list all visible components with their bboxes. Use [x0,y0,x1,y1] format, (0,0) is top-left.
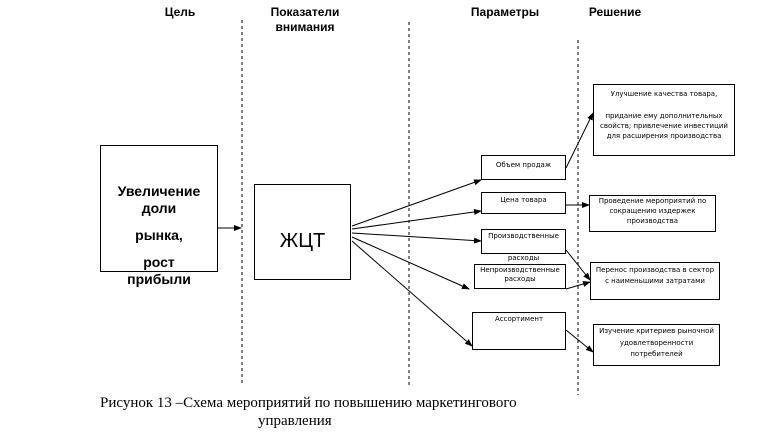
param-label-nonproduction-costs: Непроизводственные расходы [474,266,566,284]
solution-relocation-line1: Перенос производства в сектор [595,266,715,274]
arrow-p1-s1 [565,112,594,169]
param-label-price: Цена товара [500,196,547,204]
param-box-assortment [472,312,566,350]
figure-caption-line2: управления [258,413,332,429]
solution-quality-line4: для расширения производства [606,132,722,140]
arrow-kpi-p3 [351,232,482,244]
param-label-production-costs-line1: Производственные [488,232,559,240]
arrow-p5-s4 [565,329,594,353]
solution-text-relocation: Перенос производства в сектор с наименьш… [590,266,720,286]
solution-text-cost-reduction: Проведение мероприятий по сокращению изд… [589,197,716,226]
header-goal: Цель [164,5,196,19]
param-box-price [481,192,566,214]
solution-satisfaction-line2: удовлетворенности [619,339,694,347]
solution-cost-reduction-line3: производства [626,217,679,225]
header-solution: Решение [588,5,642,19]
goal-line-5: прибыли [127,271,191,287]
goal-line-1: Увеличение [117,183,201,199]
param-label-assortment: Ассортимент [494,315,544,323]
solution-box-cost-reduction [589,195,716,232]
arrow-p3-s3 [565,249,591,281]
goal-line-3: рынка, [135,227,183,243]
param-box-nonproduction-costs [474,264,566,289]
figure-caption-line1: Рисунок 13 –Схема мероприятий по повышен… [100,395,517,411]
arrow-kpi-p4 [351,236,470,290]
header-attention-line2: внимания [275,20,335,34]
param-label-production-costs-line2: расходы [507,254,540,262]
solution-relocation-line2: с наименьшими затратами [605,277,705,285]
header-attention: Показатели внимания [255,5,355,35]
param-label-sales-volume: Объем продаж [495,161,552,169]
solution-box-relocation [590,262,720,300]
goal-line-4: рост [143,254,175,270]
arrow-kpi-p5 [351,240,473,347]
header-params: Параметры [470,5,540,19]
param-label-nonproduction-costs-line2: расходы [504,275,536,283]
goal-line-2: доли [141,200,177,216]
kpi-label: ЖЦТ [279,230,326,252]
param-label-nonproduction-costs-line1: Непроизводственные [480,266,560,274]
solution-quality-line1: Улучшение качества товара, [610,90,718,98]
header-attention-line1: Показатели [270,5,340,19]
arrow-kpi-p2 [351,208,482,230]
solution-quality-line3: свойств; привлечение инвестиций [600,122,728,130]
arrow-p4-s3 [565,281,591,290]
kpi-box [254,184,351,280]
param-label-production-costs: Производственные расходы [477,232,570,263]
solution-quality-line2: придание ему дополнительных [605,112,723,120]
solution-satisfaction-line3: потребителей [630,350,683,358]
solution-box-satisfaction [593,324,720,366]
solution-text-satisfaction: Изучение критериев рыночной удовлетворен… [593,327,720,359]
goal-text: Увеличение доли рынка, рост прибыли [96,183,222,288]
solution-box-quality [593,84,735,156]
goal-box [100,145,218,272]
param-box-production-costs [481,229,566,254]
solution-cost-reduction-line1: Проведение мероприятий по [598,197,707,205]
arrow-kpi-p1 [351,179,482,227]
solution-satisfaction-line1: Изучение критериев рыночной [599,327,714,335]
solution-cost-reduction-line2: сокращению издержек [609,207,696,215]
param-box-sales-volume [481,155,566,180]
solution-text-quality: Улучшение качества товара, придание ему … [593,90,735,141]
